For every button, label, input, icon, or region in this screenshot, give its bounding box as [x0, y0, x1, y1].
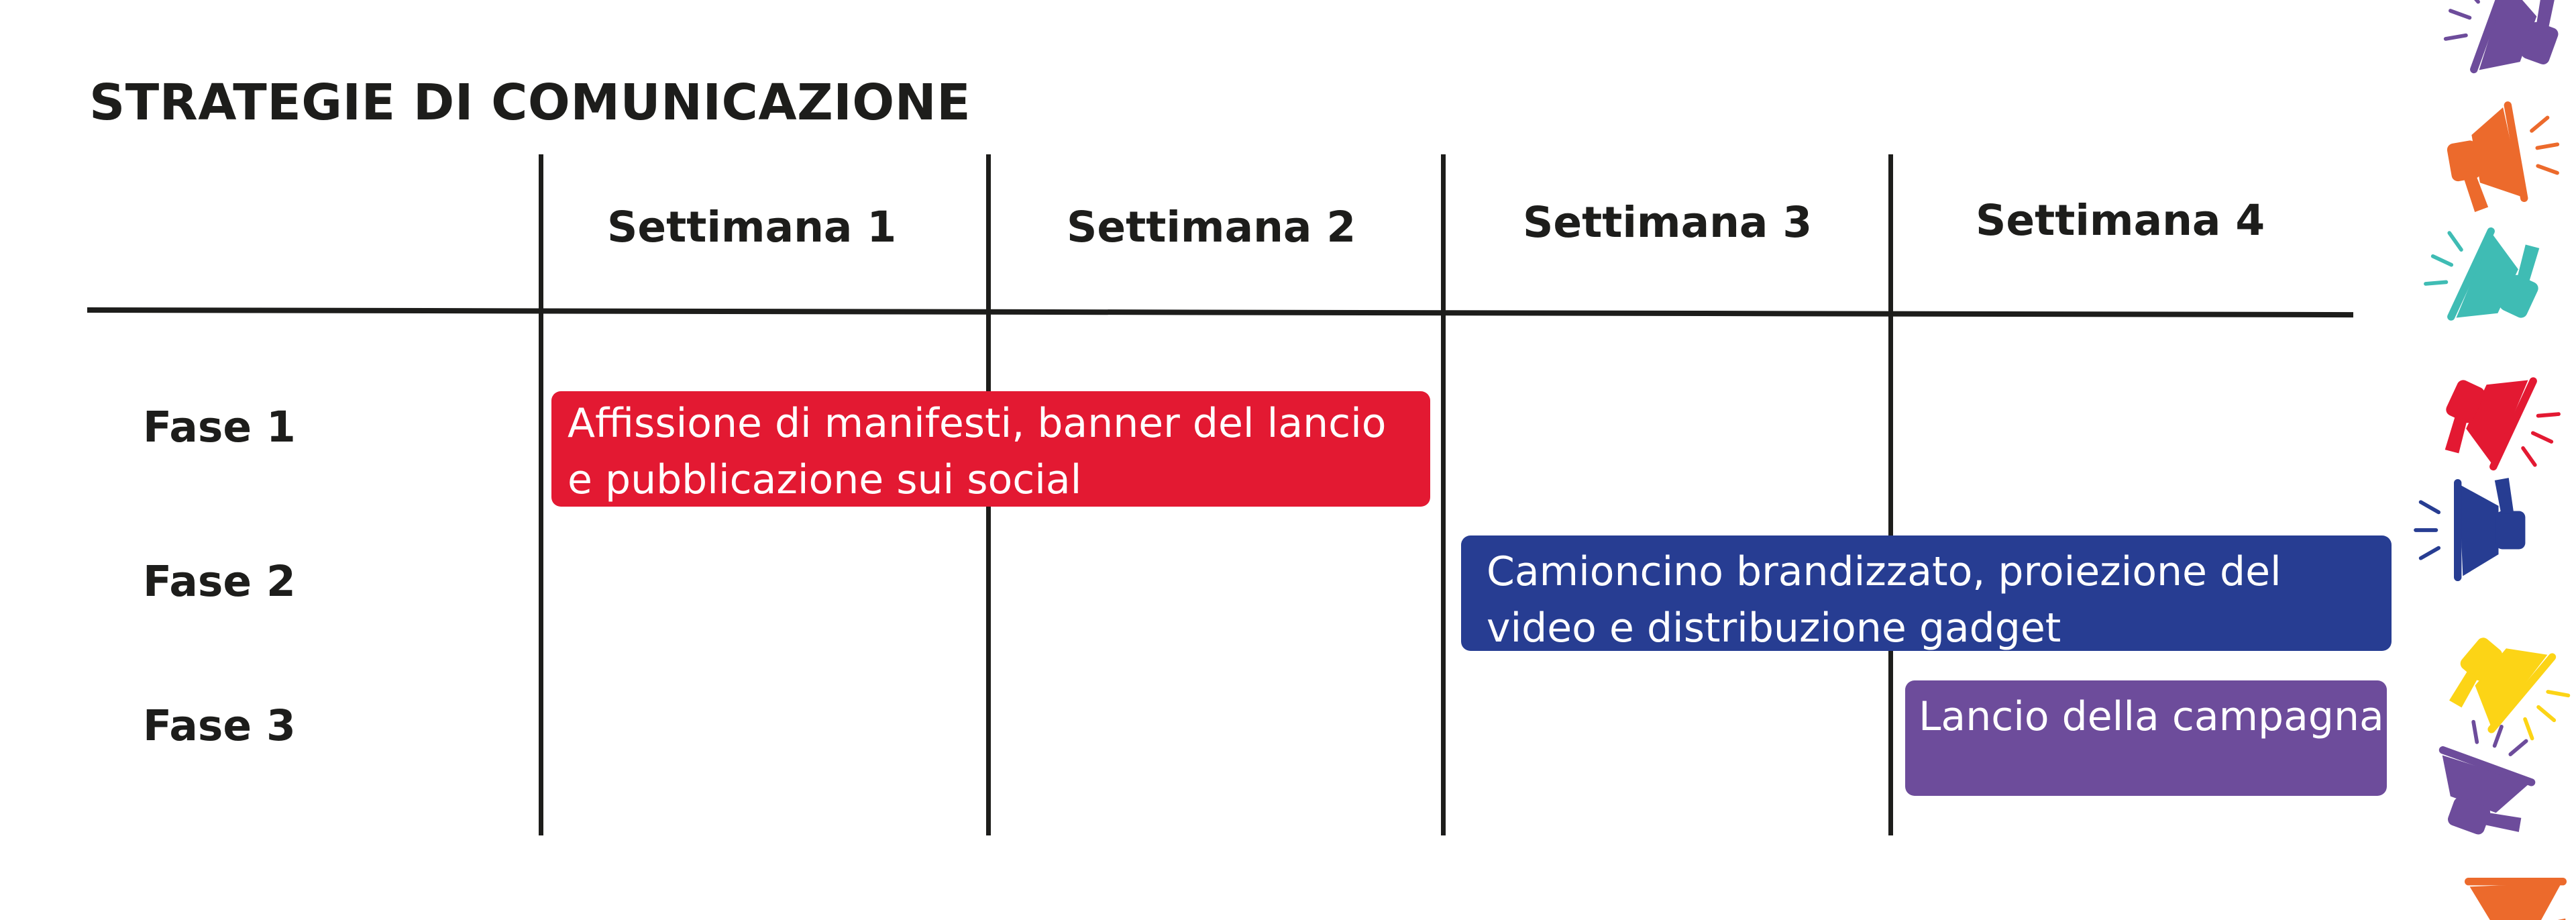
task-bar-phase-2: Camioncino brandizzato, proiezione del v… — [1461, 535, 2392, 652]
megaphone-decorations — [2381, 0, 2576, 920]
page-title: STRATEGIE DI COMUNICAZIONE — [89, 74, 971, 132]
task-text-line: Lancio della campagna — [1919, 693, 2384, 740]
row-label-phase-1: Fase 1 — [143, 403, 296, 452]
task-text-line: e pubblicazione sui social — [568, 456, 1082, 503]
megaphone-icon-blue — [2416, 478, 2526, 581]
task-bar-phase-3: Lancio della campagna — [1905, 680, 2387, 796]
row-label-phase-2: Fase 2 — [143, 557, 296, 606]
column-header-week-4: Settimana 4 — [1976, 196, 2265, 245]
column-divider-line — [1888, 154, 1893, 835]
column-divider-line — [539, 154, 543, 835]
megaphone-icon-orange — [2440, 101, 2567, 215]
megaphone-icon-purple — [2433, 0, 2572, 97]
task-text-line: video e distribuzione gadget — [1487, 605, 2061, 652]
megaphone-icon-red — [2430, 349, 2573, 473]
column-header-week-2: Settimana 2 — [1067, 203, 1356, 252]
column-header-week-1: Settimana 1 — [607, 203, 897, 252]
column-divider-line — [1441, 154, 1446, 835]
row-label-phase-3: Fase 3 — [143, 701, 296, 750]
megaphone-icon-teal — [2412, 225, 2555, 349]
task-bar-phase-1: Affissione di manifesti, banner del lanc… — [551, 391, 1430, 507]
column-header-week-3: Settimana 3 — [1523, 198, 1813, 247]
task-text-line: Affissione di manifesti, banner del lanc… — [568, 400, 1387, 447]
task-text-line: Camioncino brandizzato, proiezione del — [1487, 548, 2282, 595]
header-divider-line — [87, 307, 2354, 318]
megaphone-icon-yellow — [2436, 611, 2576, 760]
megaphone-icon-orange — [2465, 878, 2568, 920]
